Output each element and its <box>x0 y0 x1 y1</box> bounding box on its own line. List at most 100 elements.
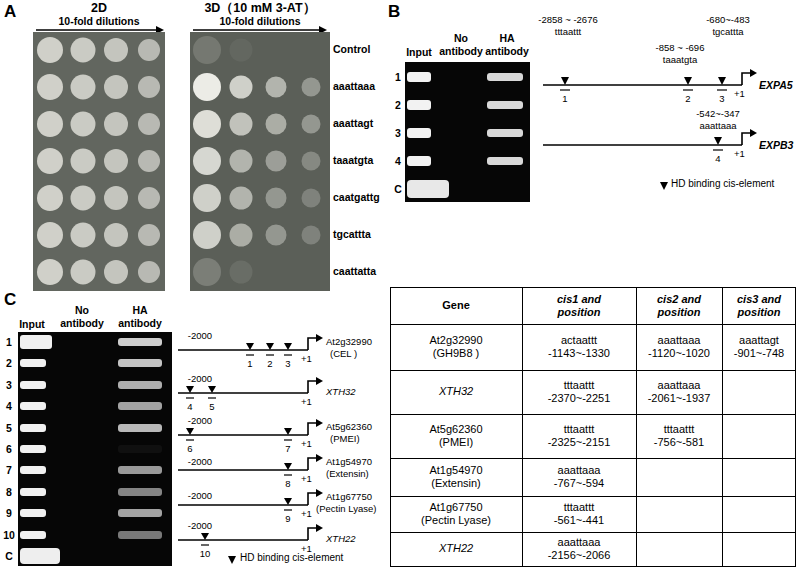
label: 1 <box>395 71 401 84</box>
yeast-plate <box>190 32 330 291</box>
amplicon-tick <box>713 149 723 150</box>
label: No antibody <box>439 32 483 57</box>
amplicon-tick <box>284 509 292 510</box>
label: 6 <box>187 443 192 454</box>
yeast-colony <box>266 114 287 135</box>
label: tttaattt -561~-441 <box>544 501 614 527</box>
table-grid <box>390 287 796 567</box>
yeast-colony <box>193 258 221 286</box>
tss-arrowhead <box>316 419 323 427</box>
label: +1 <box>301 508 312 519</box>
tss-arrowhead <box>750 69 757 77</box>
gel-image <box>18 62 530 566</box>
label: -542~-347 <box>696 108 740 119</box>
label: XTH22 <box>326 533 356 544</box>
yeast-colony <box>37 148 63 174</box>
table-grid <box>390 324 796 325</box>
label: At1g67750 (Pectin Lyase) <box>413 501 499 527</box>
gel-band <box>487 73 523 81</box>
label: 3D（10 mM 3-AT） <box>204 1 315 16</box>
hd-binding-marker <box>284 463 292 470</box>
gel-image <box>18 332 172 566</box>
amplicon-tick <box>201 544 209 545</box>
yeast-colony <box>138 261 160 283</box>
yeast-colony <box>266 188 287 209</box>
label: tttaattt -756~-581 <box>644 423 714 449</box>
label: actaattt -1143~-1330 <box>544 334 614 360</box>
label: 5 <box>6 422 12 435</box>
label: +1 <box>301 473 312 484</box>
label: 7 <box>285 443 290 454</box>
gel-band <box>20 445 46 453</box>
label: -858 ~ -696 <box>656 42 705 53</box>
yeast-colony <box>230 76 253 99</box>
tss-arrowhead <box>316 524 323 532</box>
label: 2D <box>91 1 107 16</box>
label: 3 <box>6 379 12 392</box>
amplicon-tick <box>284 439 292 440</box>
hd-binding-marker <box>718 77 726 85</box>
yeast-colony <box>193 110 221 138</box>
label: Input <box>406 46 432 59</box>
label: 5 <box>209 401 214 412</box>
promoter-line <box>543 144 742 146</box>
tss-arrowhead <box>750 69 757 137</box>
yeast-colony <box>71 38 96 63</box>
yeast-colony <box>104 223 128 247</box>
tss-arrowhead <box>750 129 757 137</box>
label: aaattaaa -1120~-1020 <box>644 334 714 360</box>
yeast-colony <box>104 38 128 62</box>
yeast-colony <box>104 112 128 136</box>
label: -2858 ~ -2676 <box>538 14 597 25</box>
promoter-line <box>178 469 308 471</box>
label: aaattagt -901~-748 <box>724 334 794 360</box>
label: XTH32 <box>326 386 356 397</box>
tss-arrowhead <box>316 489 323 497</box>
promoter-line <box>178 434 308 436</box>
yeast-colony <box>71 75 96 100</box>
yeast-colony <box>193 147 221 175</box>
promoter-line <box>178 392 308 394</box>
promoter-line <box>178 504 308 506</box>
label: At5g62360 <box>326 421 372 432</box>
hd-binding-marker <box>186 428 194 435</box>
label: At5g62360 (PMEI) <box>413 423 499 449</box>
hd-binding-marker <box>561 77 569 85</box>
gel-band <box>118 509 162 517</box>
tss-arrowhead <box>316 377 323 385</box>
yeast-colony <box>230 39 253 62</box>
table-grid <box>722 287 723 567</box>
label: 6 <box>6 443 12 456</box>
label: HA antibody <box>485 32 529 57</box>
amplicon-tick <box>186 397 194 398</box>
yeast-colony <box>302 115 321 134</box>
label: +1 <box>301 396 312 407</box>
label: 10-fold dilutions <box>219 15 300 28</box>
yeast-colony <box>37 111 63 137</box>
label: tgcattta <box>712 26 743 37</box>
label: cis1 and position <box>547 292 611 318</box>
label: 8 <box>285 478 290 489</box>
label: At1g67750 <box>326 491 372 502</box>
label: 3 <box>395 127 401 140</box>
amplicon-tick <box>186 355 292 545</box>
label: -680~-483 <box>706 14 750 25</box>
label: C <box>5 550 13 563</box>
amplicon-tick <box>560 89 570 90</box>
yeast-colony <box>71 260 96 285</box>
gel-band <box>407 128 431 138</box>
yeast-colony <box>193 221 221 249</box>
label: 10 <box>200 548 211 559</box>
amplicon-tick <box>717 89 727 90</box>
yeast-colony <box>138 150 160 172</box>
label: 9 <box>6 507 12 520</box>
yeast-colony <box>104 186 128 210</box>
amplicon-tick <box>208 397 216 398</box>
label: EXPA5 <box>759 79 793 92</box>
hd-binding-marker <box>714 137 722 145</box>
label: At1g54970 (Extensin) <box>413 464 499 490</box>
yeast-colony <box>266 77 287 98</box>
legend-text: HD binding cis-element <box>240 552 343 564</box>
gel-image <box>405 62 530 202</box>
